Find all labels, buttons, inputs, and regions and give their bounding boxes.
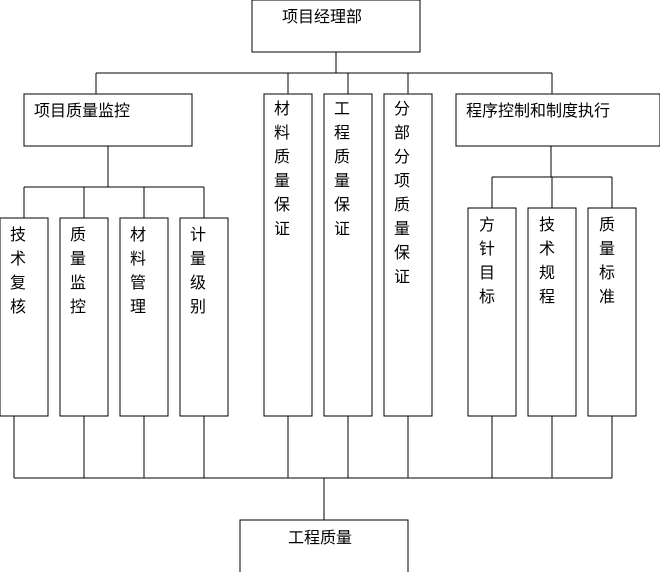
proc-child-box-2: 质量标准 <box>587 207 637 417</box>
proc-child-box-0: 方针目标 <box>467 207 517 417</box>
engineering-quality-label: 工程质量 <box>288 528 352 547</box>
qc-child-label-1: 质量监控 <box>70 225 86 316</box>
qc-child-label-3: 计量级别 <box>190 225 206 316</box>
proc-child-box-1: 技术规程 <box>527 207 577 417</box>
engineering-assurance-label: 工程质量保证 <box>334 99 350 238</box>
subitem-assurance-box: 分部分项质量保证 <box>383 93 433 417</box>
procedure-box: 程序控制和制度执行 <box>455 93 660 147</box>
proc-child-label-0: 方针目标 <box>479 215 495 306</box>
engineering-assurance-box: 工程质量保证 <box>323 93 373 417</box>
subitem-assurance-label: 分部分项质量保证 <box>394 99 410 286</box>
quality-control-label: 项目质量监控 <box>34 101 130 120</box>
qc-child-box-0: 技术复核 <box>0 217 49 417</box>
engineering-quality-box: 工程质量 <box>239 519 409 572</box>
qc-child-label-0: 技术复核 <box>10 225 26 316</box>
project-manager-label: 项目经理部 <box>282 7 362 26</box>
quality-control-box: 项目质量监控 <box>23 93 193 147</box>
qc-child-label-2: 材料管理 <box>130 225 146 316</box>
qc-child-box-2: 材料管理 <box>119 217 169 417</box>
qc-child-box-3: 计量级别 <box>179 217 229 417</box>
qc-child-box-1: 质量监控 <box>59 217 109 417</box>
procedure-label: 程序控制和制度执行 <box>466 101 610 120</box>
project-manager-box: 项目经理部 <box>251 0 421 53</box>
proc-child-label-1: 技术规程 <box>539 215 555 306</box>
material-assurance-label: 材料质量保证 <box>274 99 290 238</box>
material-assurance-box: 材料质量保证 <box>263 93 313 417</box>
proc-child-label-2: 质量标准 <box>599 215 615 306</box>
connector-lines <box>13 52 613 520</box>
